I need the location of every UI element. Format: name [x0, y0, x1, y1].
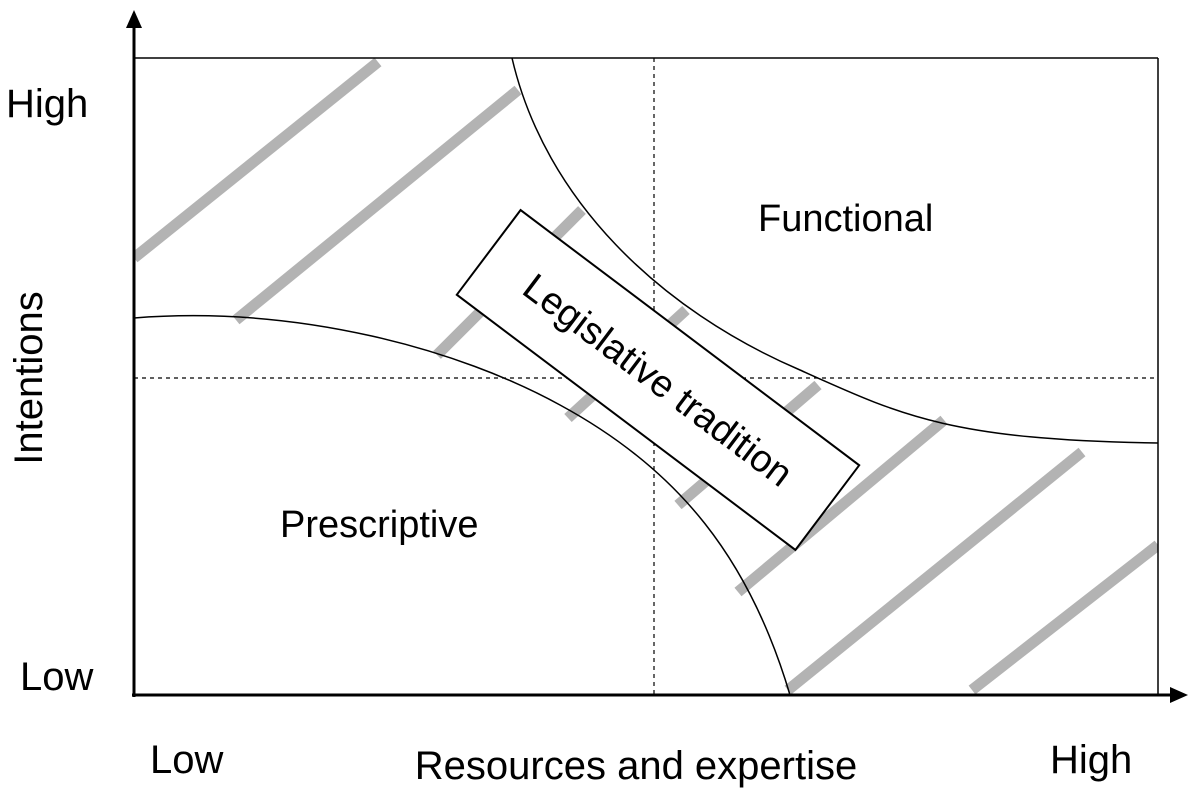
axes: [132, 24, 1172, 697]
hatch-stripe: [784, 447, 1086, 695]
hatch-stripe: [734, 415, 948, 597]
region-boundaries: [133, 57, 1159, 696]
hatch-stripe: [232, 85, 522, 325]
hatch-stripe: [968, 540, 1158, 695]
x-axis-title: Resources and expertise: [415, 744, 857, 788]
legislative-tradition-box: Legislative tradition: [455, 208, 861, 552]
x-low-label: Low: [150, 738, 223, 782]
legislative-tradition-frame: [455, 208, 861, 552]
x-axis-arrow-icon: [1170, 687, 1188, 703]
y-high-label: High: [6, 82, 88, 126]
prescriptive-label: Prescriptive: [280, 504, 479, 546]
y-axis-arrow-icon: [126, 10, 142, 28]
x-high-label: High: [1050, 738, 1132, 782]
hatch-stripe: [134, 58, 382, 263]
functional-label: Functional: [758, 198, 933, 240]
plot-frame: [134, 57, 1159, 695]
y-axis-title: Intentions: [7, 291, 51, 464]
prescriptive-boundary-curve: [133, 315, 791, 696]
y-low-label: Low: [20, 655, 93, 699]
functional-boundary-curve: [511, 57, 1159, 444]
legislative-tradition-label: Legislative tradition: [515, 266, 800, 495]
